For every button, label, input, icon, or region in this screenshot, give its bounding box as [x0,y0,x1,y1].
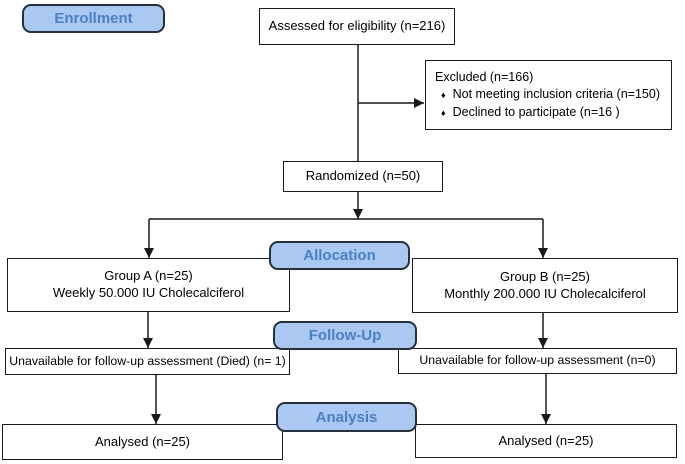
assessed-eligibility-box: Assessed for eligibility (n=216) [259,8,455,45]
excluded-box: Excluded (n=166) ♦ Not meeting inclusion… [425,60,672,130]
diamond-bullet-icon: ♦ [441,90,446,100]
excluded-item-label: Not meeting inclusion criteria (n=150) [452,87,660,101]
group-a-dose: Weekly 50.000 IU Cholecalciferol [52,285,245,300]
enrollment-stage-label: Enrollment [54,10,133,27]
assessed-eligibility-label: Assessed for eligibility (n=216) [268,18,446,34]
followup-unavailable-b-box: Unavailable for follow-up assessment (n=… [398,348,677,374]
group-b-box: Group B (n=25) Monthly 200.000 IU Cholec… [412,258,678,313]
analysed-b-box: Analysed (n=25) [415,424,677,458]
excluded-item: ♦ Not meeting inclusion criteria (n=150) [435,86,663,104]
allocation-stage-tab: Allocation [269,241,410,270]
analysis-stage-tab: Analysis [276,402,417,432]
allocation-stage-label: Allocation [303,247,376,264]
analysed-b-label: Analysed (n=25) [498,432,594,448]
followup-unavailable-a-box: Unavailable for follow-up assessment (Di… [5,348,290,375]
group-a-title: Group A (n=25) [104,268,193,284]
excluded-title: Excluded (n=166) [435,70,534,84]
analysed-a-label: Analysed (n=25) [94,433,191,449]
group-b-dose: Monthly 200.000 IU Cholecalciferol [444,285,646,301]
analysis-stage-label: Analysis [315,408,378,426]
randomized-box: Randomized (n=50) [283,161,443,192]
group-b-title: Group B (n=25) [500,268,590,284]
follow-up-stage-label: Follow-Up [308,327,382,344]
diamond-bullet-icon: ♦ [441,108,446,118]
follow-up-stage-tab: Follow-Up [273,321,417,350]
excluded-item: ♦ Declined to participate (n=16 ) [435,104,663,122]
enrollment-stage-tab: Enrollment [22,4,165,33]
randomized-label: Randomized (n=50) [305,168,421,184]
group-a-box: Group A (n=25) Weekly 50.000 IU Cholecal… [7,258,290,312]
followup-unavailable-b-label: Unavailable for follow-up assessment (n=… [419,353,656,367]
excluded-item-label: Declined to participate (n=16 ) [452,105,620,119]
analysed-a-box: Analysed (n=25) [2,424,283,460]
followup-unavailable-a-label: Unavailable for follow-up assessment (Di… [9,353,286,368]
